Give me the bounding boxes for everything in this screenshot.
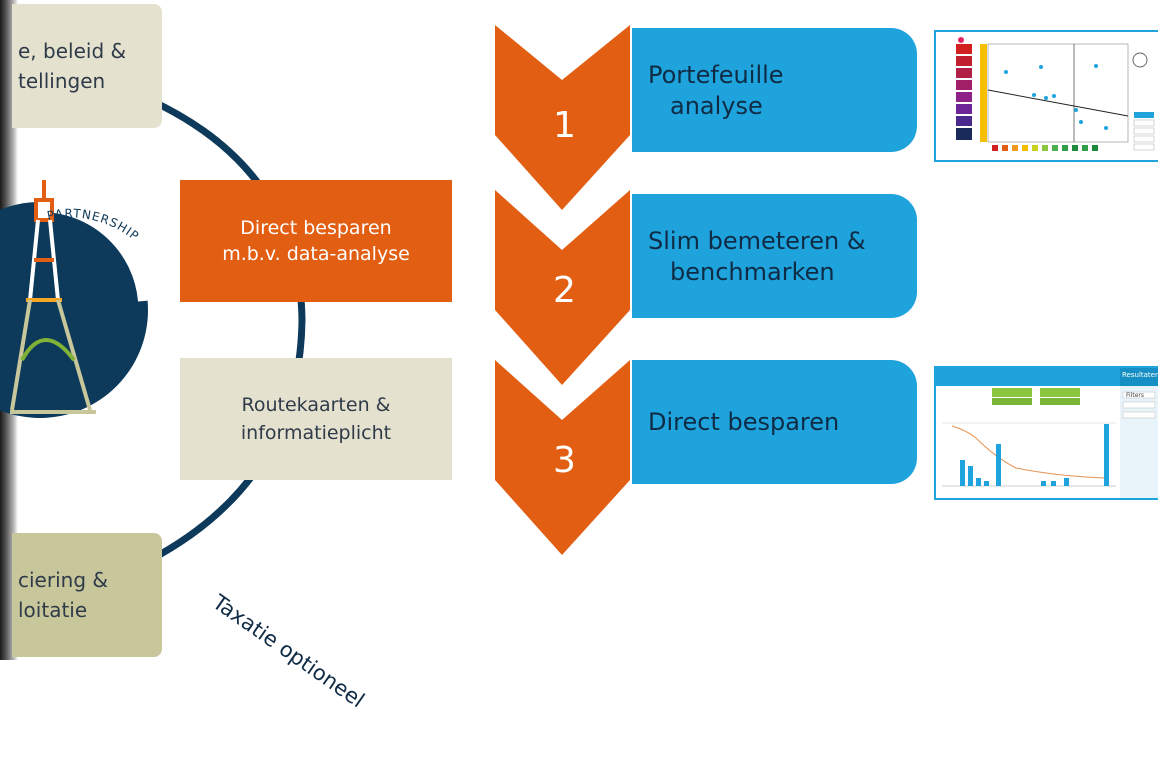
box-exploitatie: ciering & loitatie	[12, 533, 162, 657]
step-2-box: Slim bemeteren & benchmarken	[632, 194, 917, 318]
box-direct-besparen: Direct besparen m.b.v. data-analyse	[180, 180, 452, 302]
box-beleid-line2: tellingen	[18, 69, 106, 93]
thumbnail-scatter-chart	[934, 30, 1158, 162]
step-1-line1: Portefeuille	[648, 61, 784, 89]
box-exploitatie-line2: loitatie	[18, 598, 88, 622]
step-2-line2: benchmarken	[670, 258, 835, 286]
step-2-number: 2	[553, 270, 576, 311]
chevron-3	[495, 360, 630, 555]
cycle-arc	[148, 96, 306, 564]
step-1-box: Portefeuille analyse	[632, 28, 917, 152]
box-routekaarten-line1: Routekaarten &	[241, 394, 391, 416]
eiffel-tower-icon	[10, 180, 96, 414]
chevron-2	[495, 190, 630, 385]
partnership-emblem: PARTNERSHIP	[0, 177, 172, 418]
box-exploitatie-line1: ciering &	[18, 568, 108, 592]
box-routekaarten-line2: informatieplicht	[240, 422, 392, 444]
thumbnail-dashboard: Resultaten Filters	[934, 366, 1158, 500]
step-3-line1: Direct besparen	[648, 408, 840, 436]
step-2-line1: Slim bemeteren &	[648, 227, 866, 255]
dashboard-filters-label: Filters	[1126, 392, 1144, 399]
box-direct-line2: m.b.v. data-analyse	[222, 243, 410, 265]
box-routekaarten: Routekaarten & informatieplicht	[180, 358, 452, 480]
thumbnail-scatter-graphic	[956, 37, 1155, 151]
box-beleid-line1: e, beleid &	[18, 39, 127, 63]
chevron-1	[495, 25, 630, 210]
box-beleid: e, beleid & tellingen	[12, 4, 162, 128]
step-chevrons	[495, 25, 630, 555]
dashboard-header-title: Resultaten	[1122, 371, 1158, 379]
thumbnail-dashboard-graphic	[936, 368, 1158, 498]
step-3-number: 3	[553, 440, 576, 481]
cycle-arc-path	[148, 96, 306, 564]
box-direct-line1: Direct besparen	[240, 217, 392, 239]
step-1-line2: analyse	[670, 92, 763, 120]
step-3-box: Direct besparen	[632, 360, 917, 484]
step-1-number: 1	[553, 105, 576, 146]
